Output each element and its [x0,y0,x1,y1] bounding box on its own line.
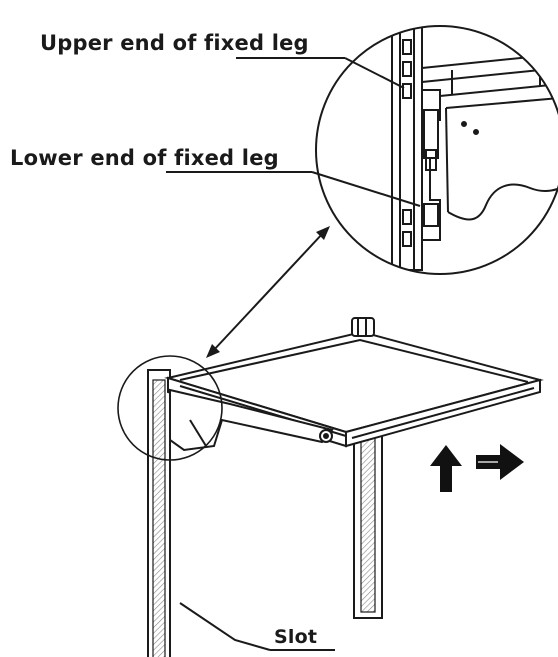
callout-leaders [166,57,421,651]
slot-label: Slot [274,626,318,648]
shelf-assembly [117,317,544,657]
left-post [147,369,171,657]
magnifier-circle [315,25,558,275]
lower-end-label: Lower end of fixed leg [10,146,279,170]
upper-end-label: Upper end of fixed leg [40,31,309,55]
detail-link-arrow [206,226,330,358]
arrow-right-icon [476,444,524,480]
detail-magnifier [315,25,558,275]
right-post [353,421,383,619]
arrow-up-icon [430,445,462,492]
